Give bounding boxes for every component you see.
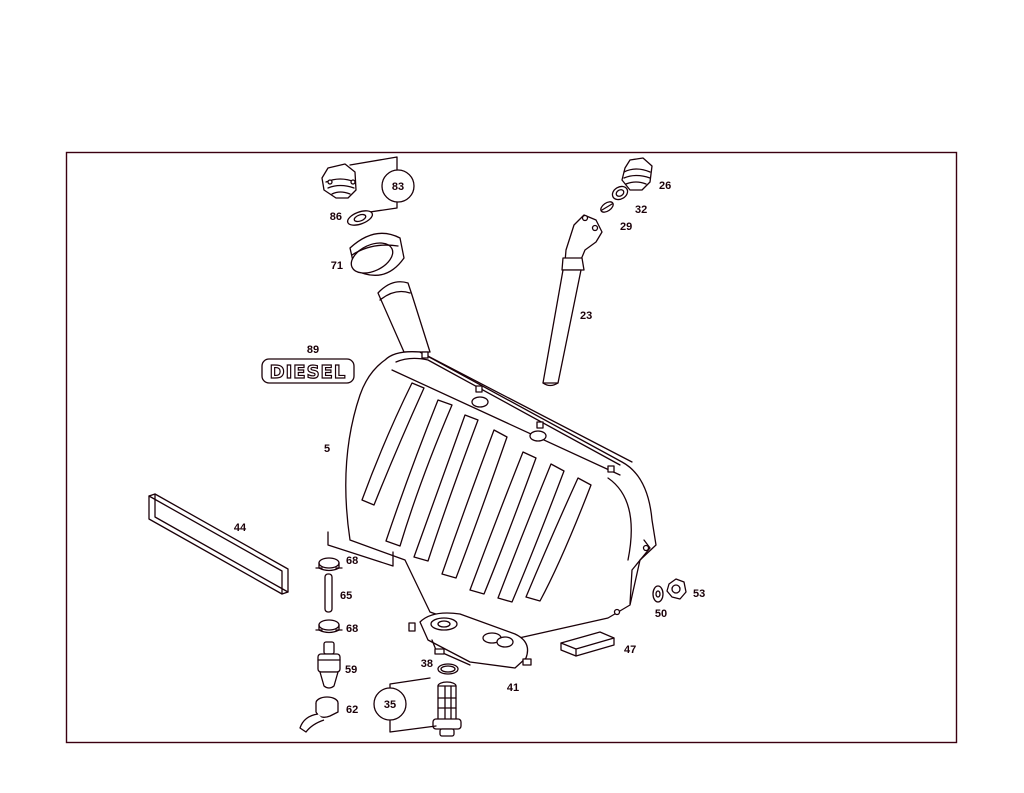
washer-part-32[interactable] xyxy=(610,184,630,202)
drain-fitting-part-59[interactable] xyxy=(317,641,341,689)
filler-neck-boot-part-71[interactable] xyxy=(347,232,405,279)
callout-5: 5 xyxy=(324,443,330,455)
callout-50: 50 xyxy=(655,608,667,620)
hose-clamp-part-68-lower[interactable] xyxy=(315,619,343,634)
callout-47: 47 xyxy=(624,644,636,656)
washer-part-50[interactable] xyxy=(652,585,664,603)
cap-part-26[interactable] xyxy=(621,157,653,191)
callout-86: 86 xyxy=(330,211,342,223)
callout-68-lower: 68 xyxy=(346,623,358,635)
callout-32: 32 xyxy=(635,204,647,216)
hose-part-65[interactable] xyxy=(324,573,333,613)
o-ring-part-29[interactable] xyxy=(599,200,615,215)
callout-41: 41 xyxy=(507,682,519,694)
callout-29: 29 xyxy=(620,221,632,233)
callout-59: 59 xyxy=(345,664,357,676)
callout-26: 26 xyxy=(659,180,671,192)
filler-pipe[interactable] xyxy=(377,281,431,353)
pad-part-47[interactable] xyxy=(560,631,615,657)
strip-part-44[interactable] xyxy=(148,493,289,595)
vent-hose-part-23[interactable] xyxy=(542,214,603,387)
callout-83: 83 xyxy=(392,181,404,193)
strainer-part-35[interactable] xyxy=(432,681,462,737)
nut-part-53[interactable] xyxy=(666,578,687,600)
callout-38: 38 xyxy=(421,658,433,670)
diagram-frame xyxy=(65,151,958,744)
callout-89: 89 xyxy=(307,344,319,356)
sender-cover-part-41[interactable] xyxy=(408,612,532,669)
diesel-badge-text: DIESEL xyxy=(270,362,347,383)
callout-bracket-35 xyxy=(373,677,437,733)
callout-65: 65 xyxy=(340,590,352,602)
callout-44: 44 xyxy=(234,522,247,534)
fuel-tank-part-5[interactable] xyxy=(327,351,657,641)
filler-cap-part-83[interactable] xyxy=(321,163,357,199)
elbow-part-62[interactable] xyxy=(299,696,339,733)
hose-clamp-part-68-upper[interactable] xyxy=(315,557,343,572)
callout-68-upper: 68 xyxy=(346,555,358,567)
callout-bracket-83 xyxy=(349,156,415,214)
callout-71: 71 xyxy=(331,260,343,272)
callout-23: 23 xyxy=(580,310,592,322)
callout-53: 53 xyxy=(693,588,705,600)
seal-ring-part-86[interactable] xyxy=(346,208,375,228)
diesel-badge-part-89[interactable]: DIESEL xyxy=(261,358,355,384)
callout-35: 35 xyxy=(384,699,396,711)
seal-ring-part-38[interactable] xyxy=(437,663,459,675)
callout-62: 62 xyxy=(346,704,358,716)
